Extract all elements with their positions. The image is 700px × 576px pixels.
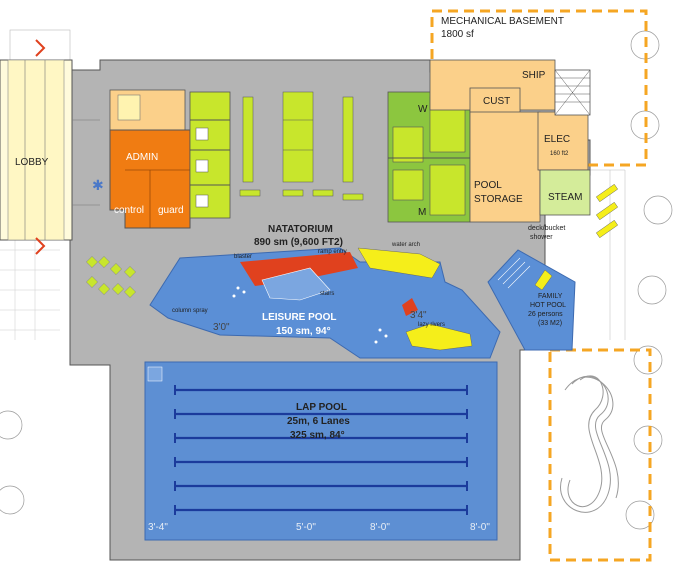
leisure-depth-a: 3'0": [213, 322, 230, 333]
lap-pool-lanes: 25m, 6 Lanes: [287, 416, 350, 427]
tree-icon: [643, 195, 673, 225]
service-rooms: SHIP CUST ELEC 160 ft2 POOL STORAGE STEA…: [429, 59, 591, 241]
lazy-river-feature: [405, 323, 473, 351]
lap-pool-specs: 325 sm, 84°: [290, 430, 345, 441]
family-pool-label-4: (33 M2): [538, 320, 562, 327]
water-arch-feature: [357, 247, 441, 279]
stairs-feature: [261, 267, 331, 301]
natatorium-label-group: NATATORIUM 890 sm (9,600 FT2): [254, 224, 343, 248]
stairs-label: stairs: [320, 291, 334, 297]
outdoor-area-outline: [548, 348, 652, 562]
family-pool-label-2: HOT POOL: [530, 302, 566, 309]
family-hot-pool: FAMILY HOT POOL 26 persons (33 M2): [487, 249, 576, 351]
family-pool-label-1: FAMILY: [538, 293, 563, 300]
entry-lines: [72, 119, 100, 206]
leisure-depth-b: 3'4": [410, 310, 427, 321]
pool-storage-label-1: POOL: [474, 180, 502, 191]
hot-pool-seat: [534, 269, 553, 291]
ramp-entry-label: ramp entry: [318, 249, 347, 255]
tree-icon: [633, 345, 663, 375]
column-spray-label: column spray: [172, 308, 208, 314]
locker-rooms: W M: [387, 91, 471, 223]
lazy-rivers-label: lazy rivers: [418, 322, 445, 328]
steam-label: STEAM: [548, 192, 582, 203]
leisure-pool-specs: 150 sm, 94°: [276, 326, 331, 337]
control-label: control: [114, 205, 144, 216]
mens-locker-label: M: [418, 207, 426, 218]
natatorium-label: NATATORIUM: [268, 224, 333, 235]
water-arch-label: water arch: [391, 242, 420, 248]
mechanical-basement-label: MECHANICAL BASEMENT: [441, 16, 564, 27]
slide-feature: [402, 298, 418, 316]
deck-shower-label-1: deck/bucket: [528, 225, 565, 232]
ship-label: SHIP: [522, 70, 546, 81]
leisure-pool: blaster ramp entry water arch stairs col…: [149, 242, 501, 359]
family-pool-label-3: 26 persons: [528, 311, 563, 318]
admin-label: ADMIN: [126, 152, 158, 163]
lap-pool-label: LAP POOL: [296, 402, 347, 413]
lane-lines: [174, 385, 468, 515]
lap-depth-a: 3'-4": [148, 522, 168, 533]
lap-depth-c: 8'-0": [370, 522, 390, 533]
lobby: LOBBY: [0, 39, 73, 255]
elec-label: ELEC: [544, 134, 570, 145]
locker-benches: [239, 91, 364, 201]
entry-arrow-icon: [35, 237, 46, 255]
mechanical-basement-area: 1800 sf: [441, 29, 474, 40]
tree-icon: [625, 500, 655, 530]
admin-area: ADMIN control guard: [109, 89, 191, 229]
elec-area: 160 ft2: [550, 151, 569, 157]
star-icon: ✱: [92, 177, 104, 193]
lounge-chairs: [595, 183, 619, 239]
lap-depth-d: 8'-0": [470, 522, 490, 533]
pool-storage-label-2: STORAGE: [474, 194, 523, 205]
leisure-pool-label: LEISURE POOL: [262, 312, 336, 323]
natatorium-area: 890 sm (9,600 FT2): [254, 237, 343, 248]
tree-icon: [0, 485, 25, 515]
womens-locker-label: W: [418, 104, 428, 115]
tree-icon: [633, 425, 663, 455]
lap-depth-b: 5'-0": [296, 522, 316, 533]
blaster-label: blaster: [234, 254, 252, 260]
lap-pool: LAP POOL 25m, 6 Lanes 325 sm, 84° 3'-4" …: [144, 361, 498, 541]
restrooms-left: [189, 91, 231, 219]
outdoor-slide: [560, 375, 619, 513]
cust-label: CUST: [483, 96, 510, 107]
blaster-feature: [240, 252, 358, 286]
tree-icon: [637, 275, 667, 305]
lobby-label: LOBBY: [15, 157, 49, 168]
deck-shower-label-2: shower: [530, 234, 553, 241]
tree-icon: [0, 410, 23, 440]
guard-label: guard: [158, 205, 184, 216]
lobby-tables: [86, 256, 136, 298]
entry-arrow-icon: [35, 39, 46, 57]
